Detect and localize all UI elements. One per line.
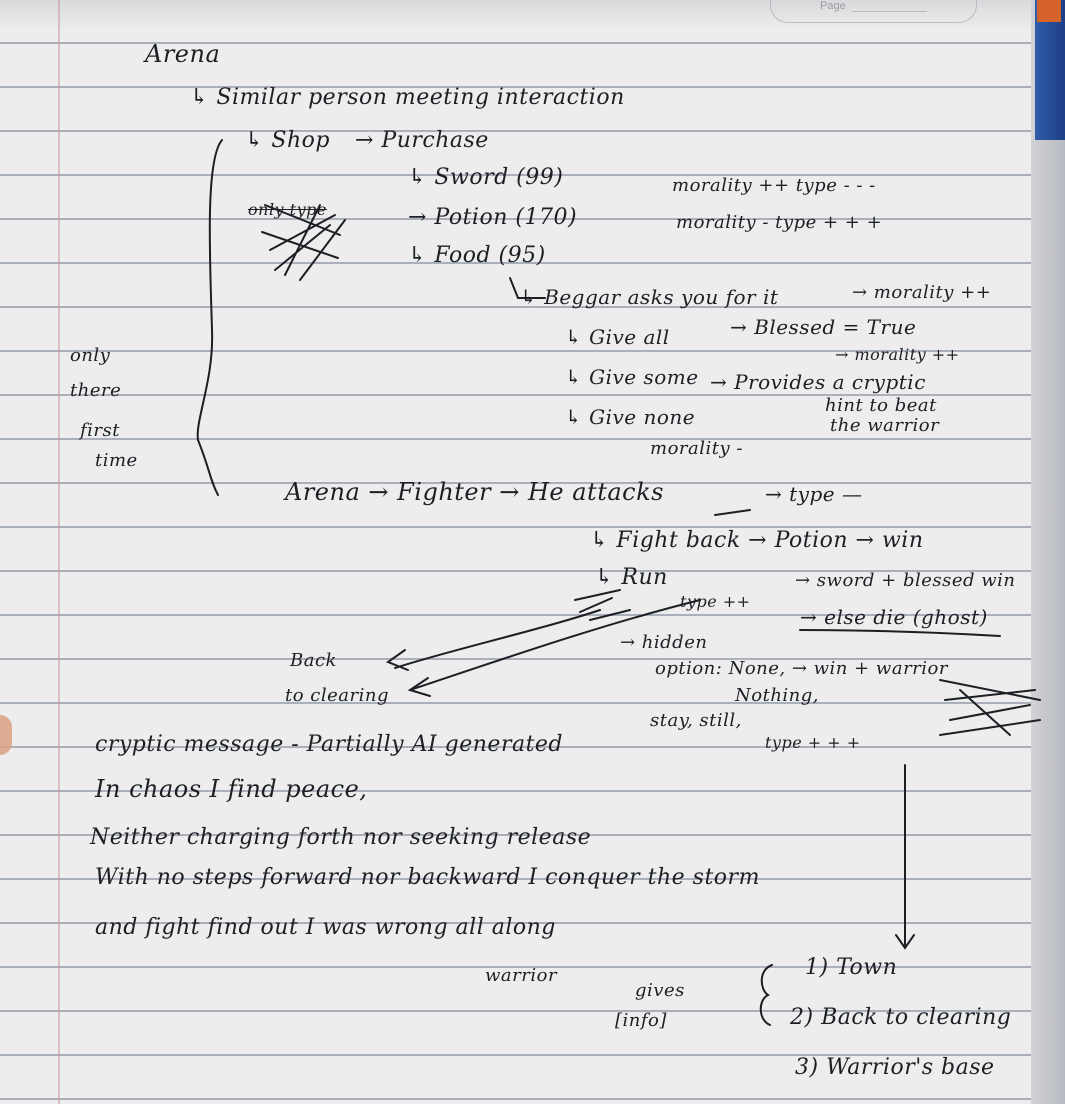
margin-line: [58, 0, 60, 1104]
else-die: → else die (ghost): [800, 605, 988, 629]
diagonal-line-1: [394, 609, 601, 669]
blessed-true: → Blessed = True: [730, 315, 917, 339]
give-all: ↳ Give all: [565, 325, 670, 349]
side-note-3: first: [80, 420, 120, 441]
line-shop: ↳ Shop: [245, 128, 330, 153]
warrior-label: warrior: [485, 965, 558, 986]
info-label: [info]: [615, 1010, 667, 1031]
arrowhead-2: [407, 677, 431, 697]
scribble-run: [574, 589, 631, 621]
sword-blessed: → sword + blessed win: [795, 570, 1016, 591]
cryptic-header: cryptic message - Partially AI generated: [95, 732, 564, 757]
morality-minus: morality -: [650, 438, 743, 459]
potion-note: morality - type + + +: [676, 212, 883, 233]
diagonal-line-2: [409, 599, 701, 691]
option-3-warrior-base: 3) Warrior's base: [795, 1055, 995, 1080]
type-minus: → type —: [765, 482, 863, 506]
poem-line-2: Neither charging forth nor seeking relea…: [90, 825, 592, 850]
give-none: ↳ Give none: [565, 405, 696, 429]
beggar-corner: [509, 277, 546, 299]
line-beggar: ↳ Beggar asks you for it: [520, 285, 779, 309]
left-brace: [196, 139, 223, 496]
page-number-line: [852, 11, 927, 12]
arrow-stroke: [714, 509, 751, 516]
hint-to-beat: hint to beat: [825, 395, 937, 416]
title-arena: Arena: [145, 40, 221, 68]
type-plus: type ++: [680, 592, 751, 611]
scribble-warrior: [939, 679, 1041, 736]
scribble-left-text: only type: [248, 200, 327, 219]
pen-cap: [1037, 0, 1061, 22]
line-purchase: → Purchase: [355, 128, 489, 153]
arrowhead-1: [385, 649, 409, 671]
option-none: option: None, → win + warrior: [655, 658, 948, 679]
pen: [1035, 0, 1065, 140]
option-2-back: 2) Back to clearing: [790, 1005, 1012, 1030]
poem-line-4: and fight find out I was wrong all along: [95, 915, 556, 940]
arena-fighter: Arena → Fighter → He attacks: [285, 478, 664, 506]
vertical-arrow: [895, 764, 915, 950]
scribble-mess: [261, 204, 346, 281]
run: ↳ Run: [595, 565, 668, 590]
type-plus-plus: type + + +: [765, 733, 861, 752]
page-edge: [1031, 0, 1065, 1104]
page-label: Page: [820, 0, 846, 12]
line-similar-person: ↳ Similar person meeting interaction: [190, 85, 625, 110]
side-note-4: time: [95, 450, 138, 471]
provides-cryptic: → Provides a cryptic: [710, 370, 926, 394]
options-brace: [759, 964, 773, 1026]
side-note-1: only: [70, 345, 111, 366]
finger: [0, 715, 12, 755]
poem-line-1: In chaos I find peace,: [95, 775, 368, 803]
hidden: → hidden: [620, 632, 708, 653]
side-note-2: there: [70, 380, 122, 401]
option-1-town: 1) Town: [805, 955, 898, 980]
give-some: ↳ Give some: [565, 365, 699, 389]
back-label-2: to clearing: [285, 685, 389, 706]
the-warrior: the warrior: [830, 415, 940, 436]
beggar-note: → morality ++: [852, 282, 992, 303]
nothing: Nothing,: [735, 685, 820, 706]
sword-note: morality ++ type - - -: [672, 175, 876, 196]
fight-back: ↳ Fight back → Potion → win: [590, 528, 924, 553]
gives-label: gives: [635, 980, 685, 1001]
poem-line-3: With no steps forward nor backward I con…: [95, 865, 760, 890]
back-label-1: Back: [290, 650, 337, 671]
stay-still: stay, still,: [650, 710, 742, 731]
item-potion: → Potion (170): [408, 205, 578, 230]
underline-else: [799, 629, 1001, 637]
item-food: ↳ Food (95): [408, 243, 546, 268]
morality-plus: → morality ++: [835, 345, 960, 364]
item-sword: ↳ Sword (99): [408, 165, 564, 190]
